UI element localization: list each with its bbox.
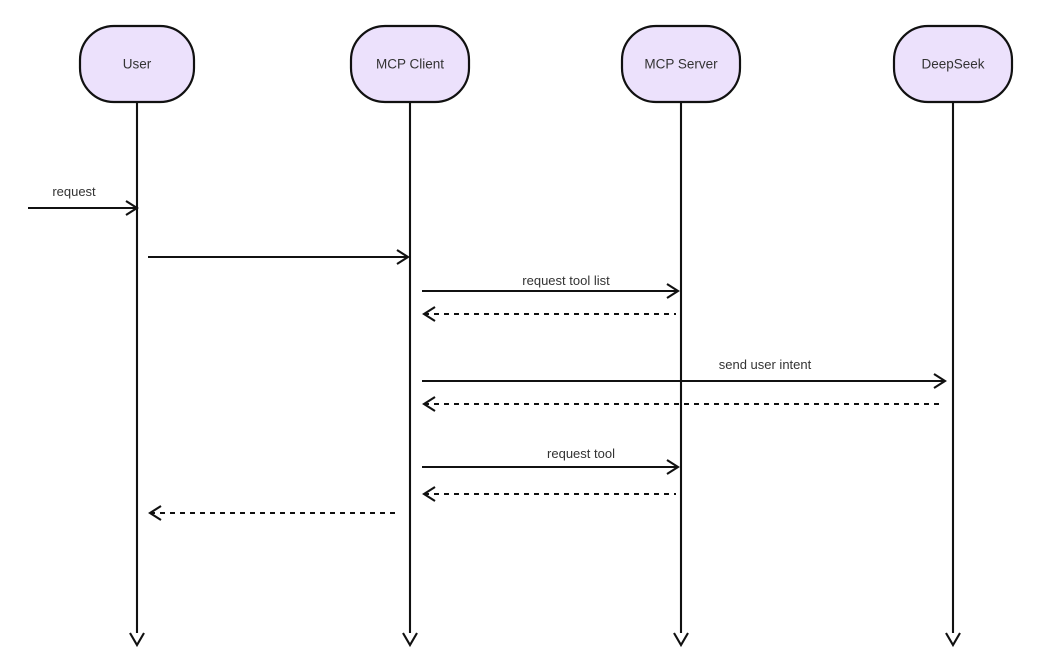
lifeline-mcp-client bbox=[402, 102, 418, 648]
actor-label-mcp-client: MCP Client bbox=[376, 57, 444, 72]
message-7: request tool bbox=[422, 446, 680, 475]
message-arrowhead-9 bbox=[148, 505, 162, 521]
message-8 bbox=[422, 486, 676, 502]
message-arrowhead-7 bbox=[666, 459, 680, 475]
lifelines-layer bbox=[129, 102, 961, 648]
message-label-5: send user intent bbox=[719, 357, 812, 372]
lifeline-end-arrow-mcp-server bbox=[673, 632, 689, 648]
message-arrowhead-1 bbox=[125, 200, 139, 216]
messages-layer: request request tool list send user intent… bbox=[28, 184, 947, 521]
message-arrowhead-2 bbox=[396, 249, 410, 265]
message-1: request bbox=[28, 184, 139, 216]
actor-label-mcp-server: MCP Server bbox=[644, 57, 718, 72]
actor-box-mcp-client[interactable] bbox=[349, 24, 471, 104]
message-5: send user intent bbox=[422, 357, 947, 389]
actor-label-user: User bbox=[123, 57, 152, 72]
message-arrowhead-4 bbox=[422, 306, 436, 322]
message-4 bbox=[422, 306, 676, 322]
lifeline-end-arrow-user bbox=[129, 632, 145, 648]
lifeline-user bbox=[129, 102, 145, 648]
actor-box-mcp-server[interactable] bbox=[620, 24, 742, 104]
actors-layer: User MCP Client MCP Server DeepSeek bbox=[78, 24, 1014, 104]
actor-box-deepseek[interactable] bbox=[892, 24, 1014, 104]
message-label-3: request tool list bbox=[522, 273, 610, 288]
actor-mcp-client[interactable]: MCP Client bbox=[349, 24, 471, 104]
actor-box-user[interactable] bbox=[78, 24, 196, 104]
lifeline-mcp-server bbox=[673, 102, 689, 648]
actor-deepseek[interactable]: DeepSeek bbox=[892, 24, 1014, 104]
message-6 bbox=[422, 396, 943, 412]
actor-user[interactable]: User bbox=[78, 24, 196, 104]
message-label-1: request bbox=[52, 184, 96, 199]
actor-mcp-server[interactable]: MCP Server bbox=[620, 24, 742, 104]
message-arrowhead-3 bbox=[666, 283, 680, 299]
message-arrowhead-5 bbox=[933, 373, 947, 389]
message-label-7: request tool bbox=[547, 446, 615, 461]
message-arrowhead-8 bbox=[422, 486, 436, 502]
message-3: request tool list bbox=[422, 273, 680, 299]
lifeline-deepseek bbox=[945, 102, 961, 648]
lifeline-end-arrow-mcp-client bbox=[402, 632, 418, 648]
message-2 bbox=[148, 249, 410, 265]
lifeline-end-arrow-deepseek bbox=[945, 632, 961, 648]
message-arrowhead-6 bbox=[422, 396, 436, 412]
actor-label-deepseek: DeepSeek bbox=[921, 57, 984, 72]
message-9 bbox=[148, 505, 400, 521]
